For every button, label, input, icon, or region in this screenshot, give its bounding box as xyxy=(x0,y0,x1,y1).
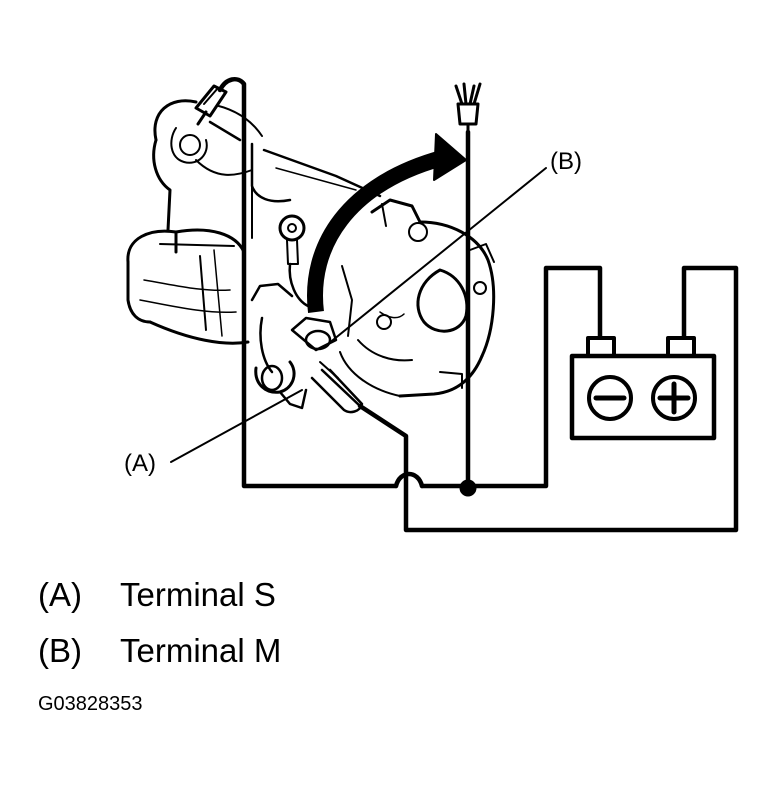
legend-item-terminal-m: (B) Terminal M xyxy=(38,634,281,667)
callout-b-label: (B) xyxy=(550,148,582,175)
wire-junction-dot xyxy=(459,479,477,497)
legend-key: (A) xyxy=(38,576,82,613)
callout-a-leader xyxy=(170,389,303,463)
test-clip-top xyxy=(454,82,482,134)
battery xyxy=(569,336,717,441)
legend-key: (B) xyxy=(38,632,82,669)
figure-id: G03828353 xyxy=(38,693,143,715)
wiring xyxy=(217,76,739,533)
callout-a-label: (A) xyxy=(124,450,156,477)
minus-icon xyxy=(587,375,633,421)
pinion-movement-arrow xyxy=(307,150,445,313)
legend-item-terminal-s: (A) Terminal S xyxy=(38,578,276,611)
starter-motor xyxy=(126,99,496,414)
callout-b-leader xyxy=(327,167,547,345)
test-clip-left xyxy=(194,84,242,142)
plus-icon xyxy=(651,375,697,421)
legend-label: Terminal M xyxy=(120,632,282,669)
arrowhead-icon xyxy=(433,133,467,181)
legend-label: Terminal S xyxy=(120,576,276,613)
